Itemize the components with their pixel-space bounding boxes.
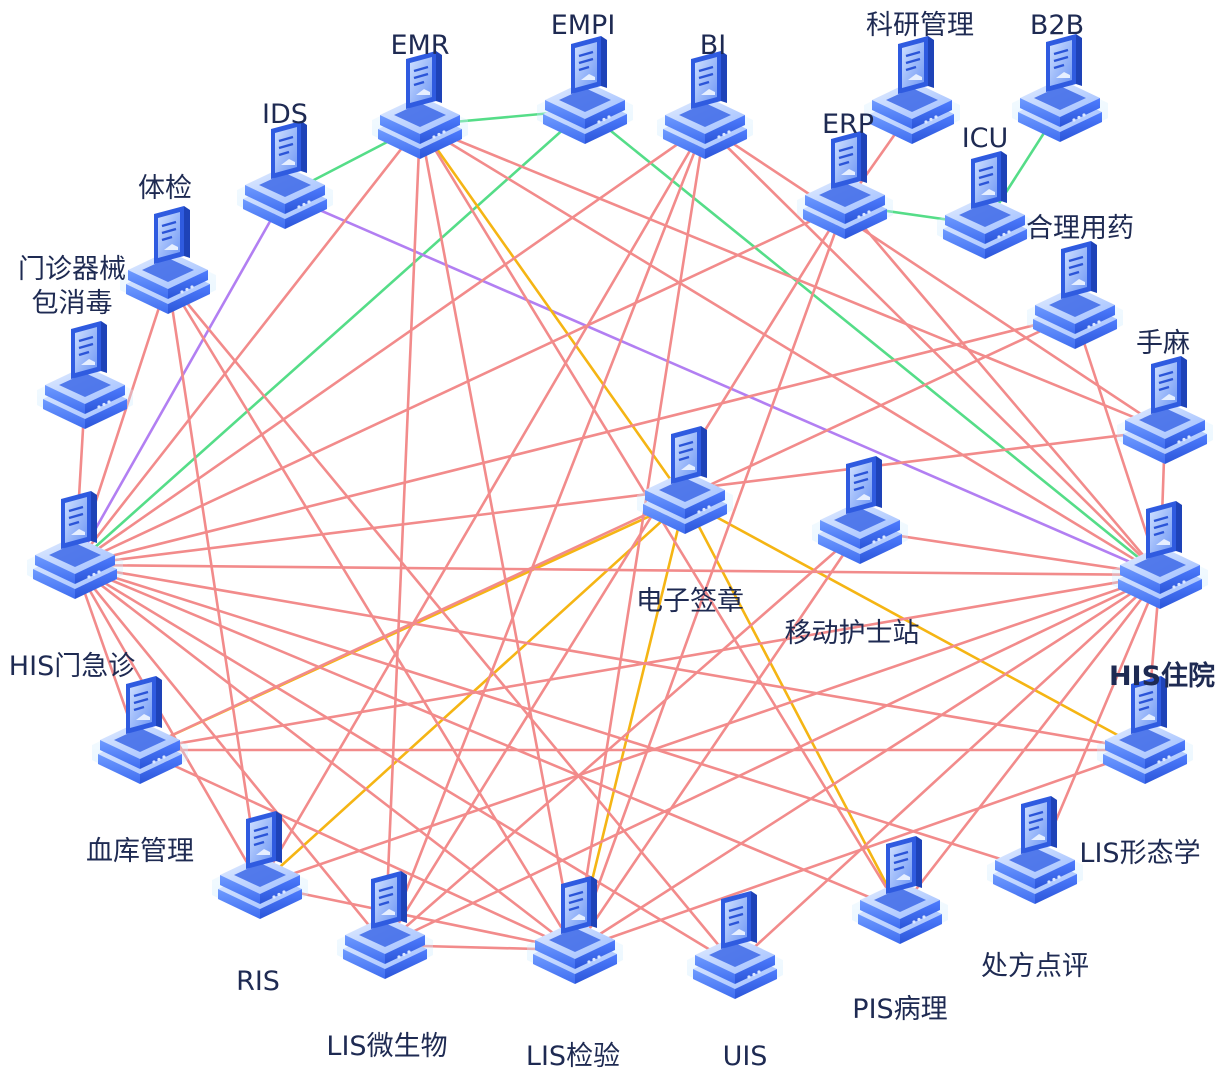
link-his_in-ris: [258, 573, 1162, 887]
lis_micro-computer-icon: [335, 870, 435, 980]
research-label: 科研管理: [866, 10, 974, 41]
erp-label: ERP: [822, 109, 874, 140]
lis-label: LIS检验: [526, 1041, 620, 1072]
icu-label: ICU: [962, 123, 1009, 154]
link-esign-pis: [683, 498, 902, 912]
link-his_in-uis: [733, 573, 1162, 967]
icu-computer-icon: [935, 150, 1035, 260]
link-his_in-blood: [138, 573, 1162, 752]
empi-label: EMPI: [551, 10, 616, 41]
link-nurse-lis: [573, 528, 862, 952]
uis-label: UIS: [723, 1041, 768, 1072]
b2b-computer-icon: [1010, 33, 1110, 143]
link-bi-ris: [258, 123, 707, 887]
link-his_in-lis_micro: [383, 573, 1162, 947]
drug-computer-icon: [1025, 240, 1125, 350]
blood-computer-icon: [90, 675, 190, 785]
his_out-label: HIS门急诊: [9, 651, 135, 682]
link-his_out-uis: [73, 563, 737, 967]
anes-label: 手麻: [1136, 328, 1190, 359]
esign-label: 电子签章: [636, 586, 744, 617]
link-erp-his_in: [843, 203, 1162, 577]
link-his_in-lis: [573, 573, 1162, 952]
link-ris-lis: [258, 883, 577, 952]
tijian-label: 体检: [138, 173, 192, 204]
link-his_out-pis: [73, 563, 902, 912]
rx-label: 处方点评: [981, 951, 1089, 982]
link-his_out-his_in: [73, 563, 1162, 577]
bi-computer-icon: [655, 50, 755, 160]
link-emr-his_out: [73, 123, 422, 567]
blood-label: 血库管理: [86, 836, 194, 867]
empi-computer-icon: [535, 35, 635, 145]
system-labels: EMR EMPI BI 科研管理 B2B IDS ERP ICU 体检合理用药门诊器械包消毒手麻…: [9, 10, 1215, 1072]
drug-label: 合理用药: [1026, 213, 1134, 244]
link-his_out-lis: [73, 563, 577, 952]
link-emr-lis_micro: [383, 123, 422, 947]
disinfect-label: 门诊器械: [18, 254, 126, 285]
link-drug-blood: [138, 313, 1077, 752]
link-bi-anes: [703, 123, 1167, 432]
link-emr-lis: [418, 123, 577, 952]
research-computer-icon: [862, 35, 962, 145]
emr-computer-icon: [370, 50, 470, 160]
nurse-label: 移动护士站: [785, 618, 920, 649]
link-his_out-ris: [73, 563, 262, 887]
ids-label: IDS: [262, 99, 308, 130]
rx-computer-icon: [985, 795, 1085, 905]
link-bi-his_out: [73, 123, 707, 567]
connection-lines: [73, 106, 1167, 967]
link-emr-anes: [418, 123, 1167, 432]
bi-label: BI: [700, 30, 727, 61]
lis_morph-label: LIS形态学: [1079, 838, 1200, 869]
link-his_in-nurse: [858, 528, 1162, 577]
b2b-label: B2B: [1030, 10, 1084, 41]
link-his_out-rx: [73, 563, 1037, 872]
pis-label: PIS病理: [852, 994, 947, 1025]
link-tijian-uis: [166, 278, 737, 967]
link-esign-lis_morph: [683, 498, 1147, 752]
pis-computer-icon: [850, 835, 950, 945]
anes-computer-icon: [1115, 355, 1215, 465]
erp-computer-icon: [795, 130, 895, 240]
link-empi-his_out: [73, 108, 587, 567]
disinfect-computer-icon: [35, 320, 135, 430]
ris-label: RIS: [236, 966, 280, 997]
link-esign-lis: [573, 498, 687, 952]
link-ids-his_out: [73, 193, 287, 567]
link-ids-his_in: [283, 193, 1162, 577]
link-emr-his_in: [418, 123, 1162, 577]
link-drug-his_out: [73, 313, 1077, 567]
his_in-label: HIS住院: [1109, 660, 1215, 692]
emr-label: EMR: [390, 30, 449, 61]
link-bi-lis_micro: [383, 123, 707, 947]
link-drug-his_in: [1073, 313, 1162, 577]
ids-computer-icon: [235, 120, 335, 230]
lis_micro-label: LIS微生物: [326, 1031, 447, 1062]
link-emr-esign: [418, 123, 687, 502]
link-erp-lis_micro: [383, 203, 847, 947]
link-anes-his_out: [73, 428, 1167, 567]
link-lis_morph-lis: [573, 748, 1147, 952]
link-his_out-lis_morph: [73, 563, 1147, 752]
link-his_in-pis: [898, 573, 1162, 912]
link-blood-lis: [138, 748, 577, 952]
link-bi-lis: [573, 123, 707, 952]
disinfect-label: 包消毒: [32, 288, 113, 319]
link-nurse-lis_micro: [383, 528, 862, 947]
link-tijian-ris: [166, 278, 262, 887]
tijian-computer-icon: [118, 205, 218, 315]
link-his_out-lis_micro: [73, 563, 387, 947]
